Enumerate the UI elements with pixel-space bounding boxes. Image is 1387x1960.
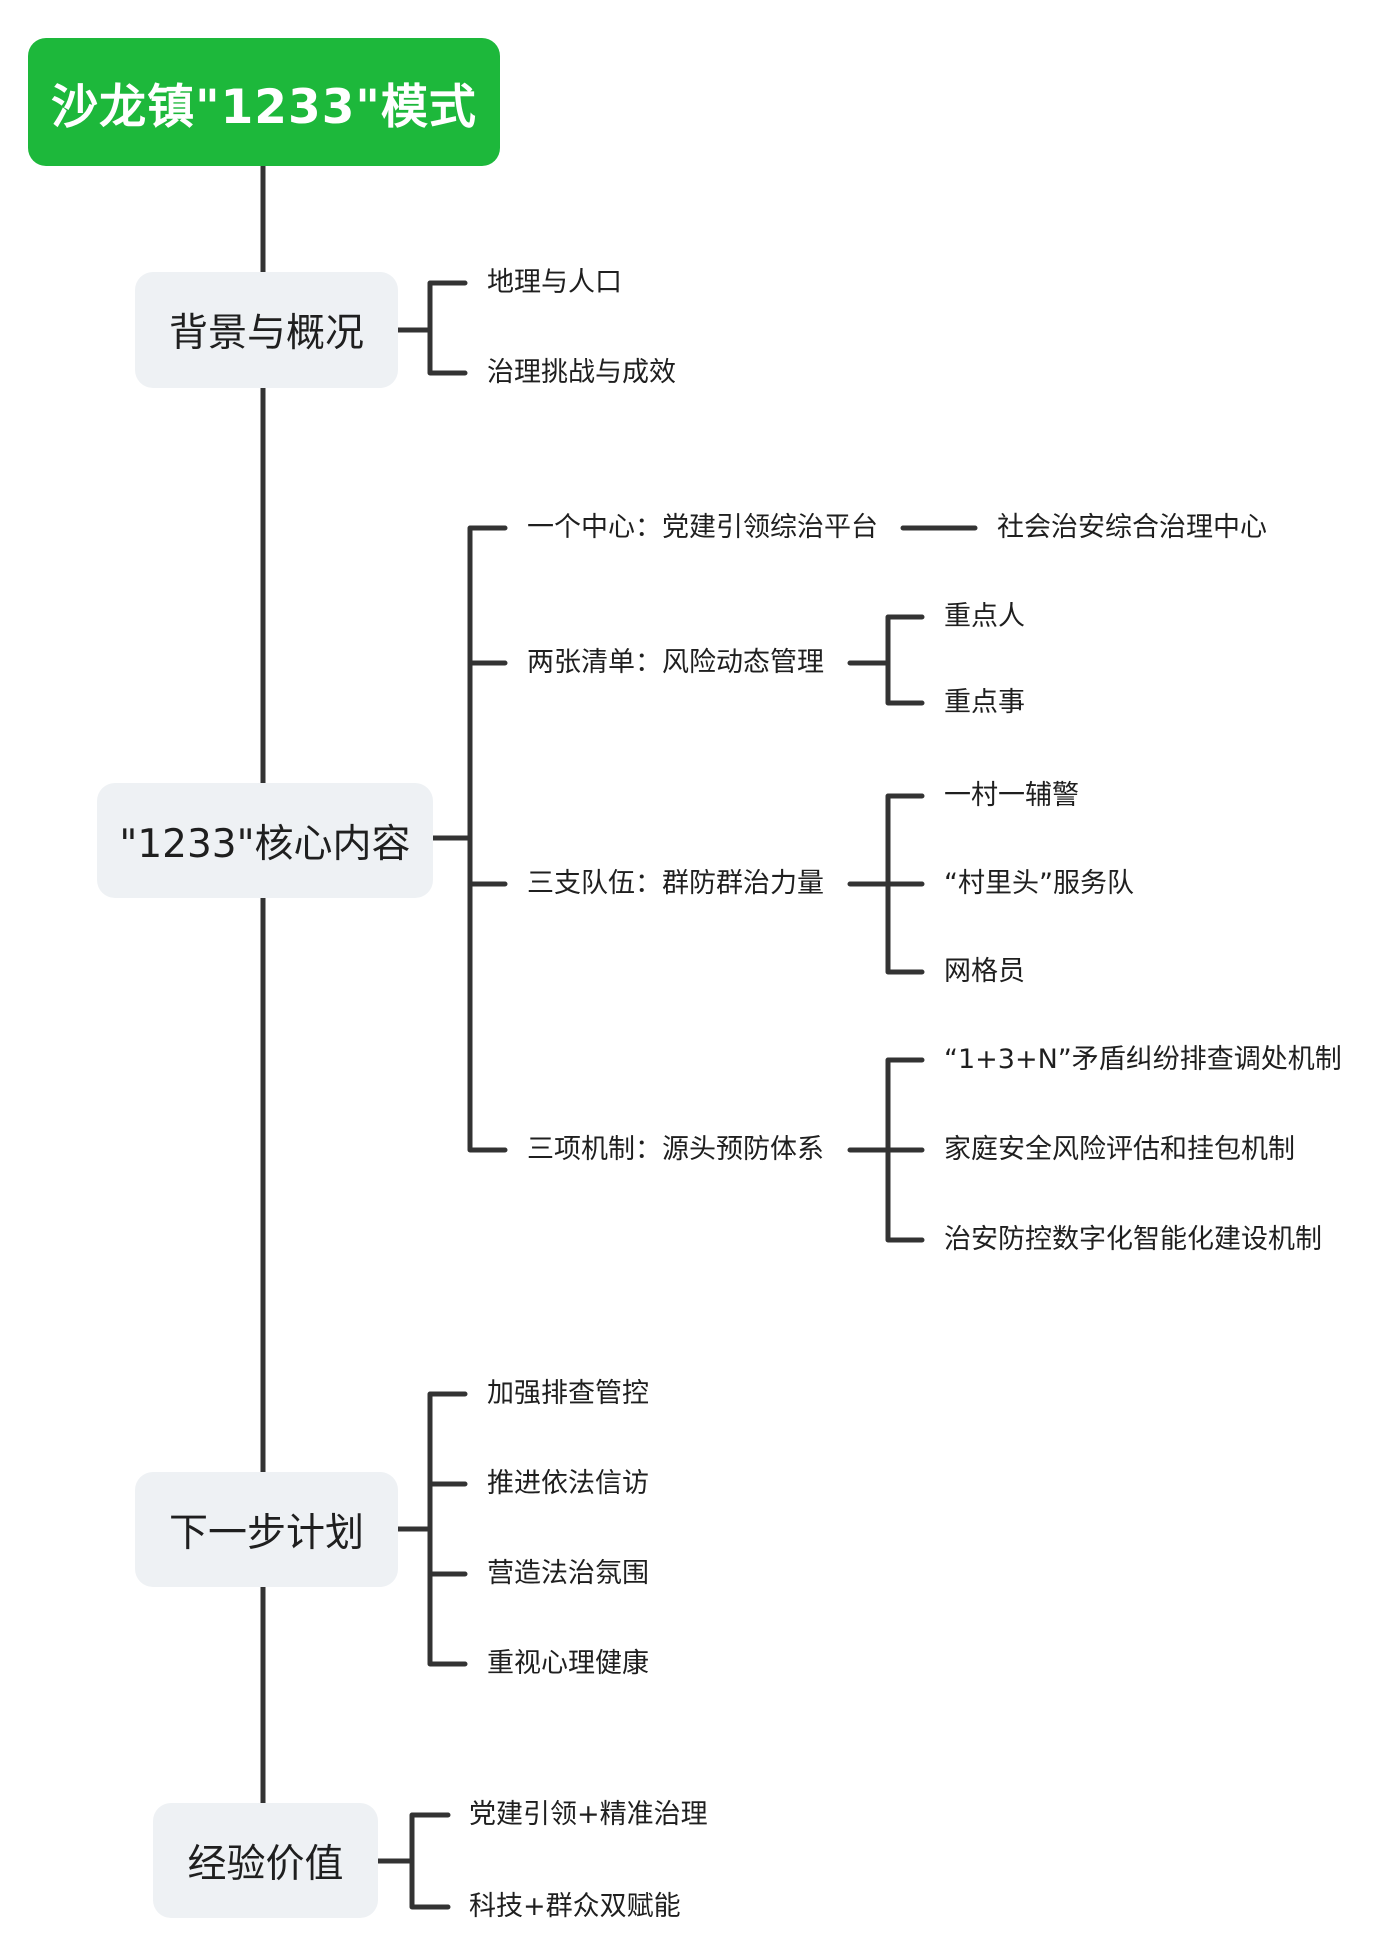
branch-one-center[interactable]: 一个中心：党建引领综治平台 [527, 512, 878, 543]
leaf-village-auxiliary-police[interactable]: 一村一辅警 [944, 780, 1079, 811]
leaf-geography-population[interactable]: 地理与人口 [487, 267, 622, 298]
topic-plan-label: 下一步计划 [168, 1510, 364, 1556]
root-title: 沙龙镇"1233"模式 [51, 79, 477, 135]
branch-three-mechanisms[interactable]: 三项机制：源头预防体系 [527, 1134, 824, 1165]
topic-background-label: 背景与概况 [168, 311, 364, 356]
connector-core [430, 525, 508, 1153]
root-node[interactable]: 沙龙镇"1233"模式 [28, 38, 500, 166]
leaf-digital-security-mechanism[interactable]: 治安防控数字化智能化建设机制 [944, 1224, 1322, 1255]
leaf-village-service-team[interactable]: “村里头”服务队 [944, 868, 1134, 899]
connector-value [375, 1812, 451, 1910]
branch-two-lists[interactable]: 两张清单：风险动态管理 [527, 647, 824, 678]
topic-plan[interactable]: 下一步计划 [135, 1472, 398, 1587]
leaf-key-events[interactable]: 重点事 [944, 687, 1025, 718]
leaf-family-risk-mechanism[interactable]: 家庭安全风险评估和挂包机制 [944, 1134, 1295, 1165]
leaf-security-center[interactable]: 社会治安综合治理中心 [997, 512, 1267, 543]
connector-plan [395, 1391, 468, 1667]
topic-background[interactable]: 背景与概况 [135, 272, 398, 388]
leaf-dispute-mechanism[interactable]: “1+3+N”矛盾纠纷排查调处机制 [944, 1044, 1342, 1075]
leaf-strengthen-inspection[interactable]: 加强排查管控 [487, 1378, 649, 1409]
topic-value-label: 经验价值 [187, 1841, 344, 1887]
topic-core-label: "1233"核心内容 [119, 821, 411, 867]
leaf-mental-health[interactable]: 重视心理健康 [487, 1648, 649, 1679]
connector-mechanisms [847, 1057, 925, 1243]
leaf-party-precision-governance[interactable]: 党建引领+精准治理 [469, 1799, 708, 1830]
leaf-rule-of-law-atmosphere[interactable]: 营造法治氛围 [487, 1558, 649, 1589]
connector-lists [847, 614, 925, 706]
topic-core[interactable]: "1233"核心内容 [97, 783, 433, 898]
branch-three-teams[interactable]: 三支队伍：群防群治力量 [527, 868, 824, 899]
leaf-lawful-petition[interactable]: 推进依法信访 [487, 1468, 649, 1499]
connector-teams [847, 793, 925, 975]
leaf-grid-staff[interactable]: 网格员 [944, 956, 1025, 987]
leaf-tech-mass-empowerment[interactable]: 科技+群众双赋能 [469, 1891, 681, 1922]
connector-background [395, 280, 468, 376]
leaf-key-persons[interactable]: 重点人 [944, 601, 1025, 632]
leaf-governance-challenges[interactable]: 治理挑战与成效 [487, 357, 676, 388]
topic-value[interactable]: 经验价值 [153, 1803, 378, 1918]
